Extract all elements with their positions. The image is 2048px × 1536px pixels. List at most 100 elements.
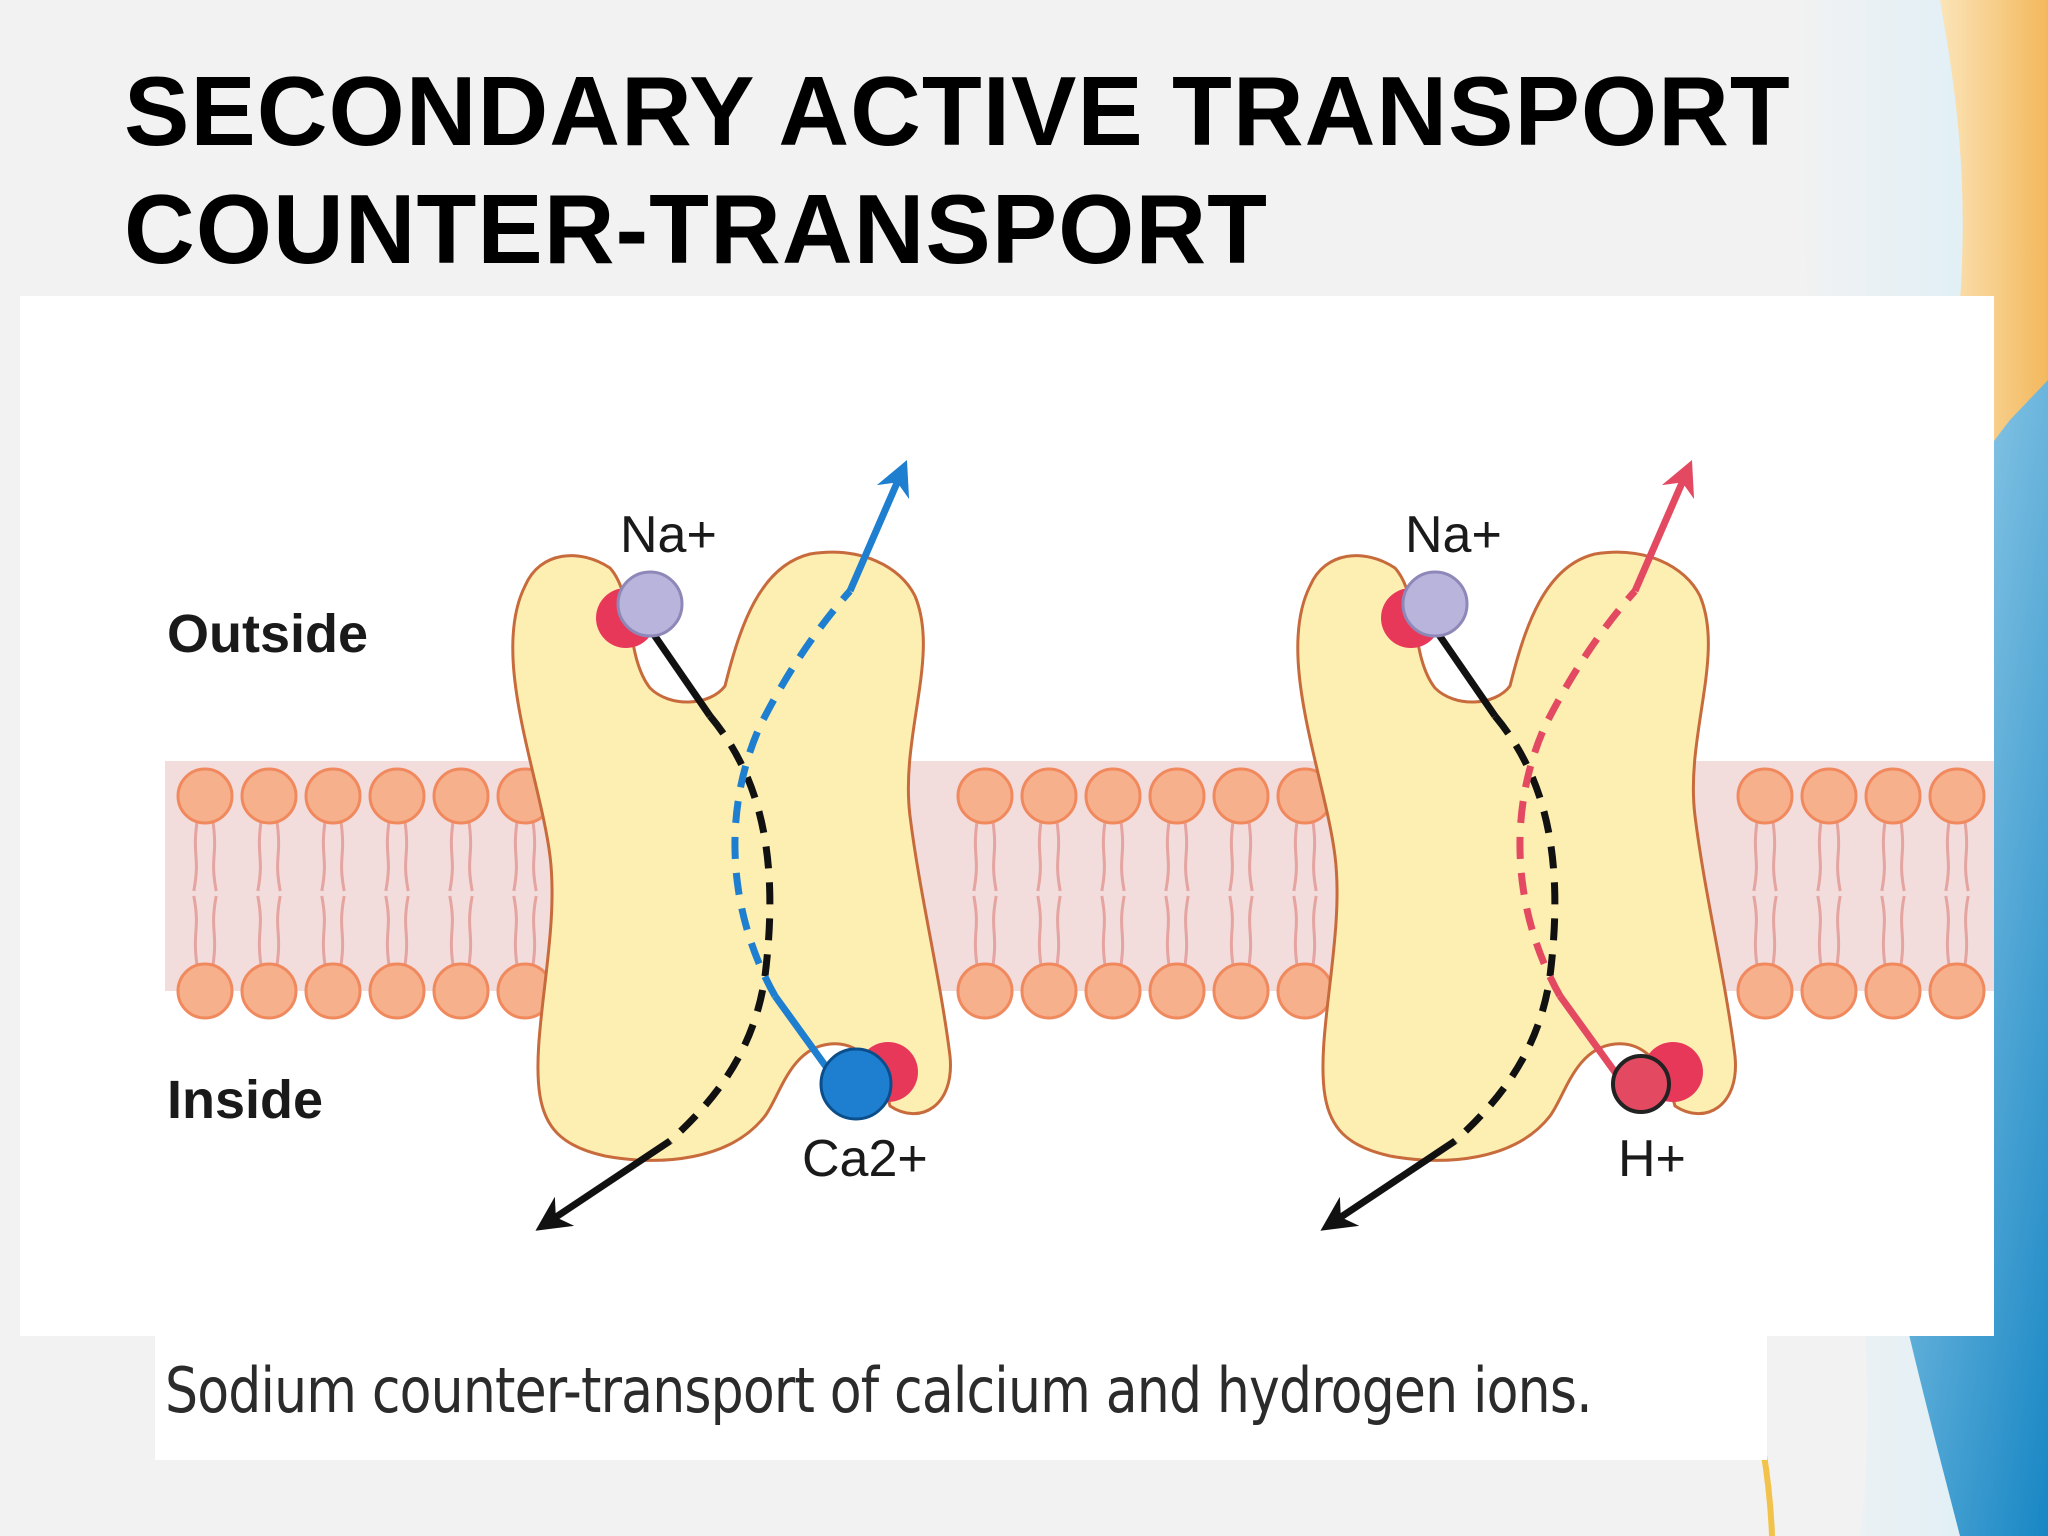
lipid-head	[1020, 767, 1078, 825]
lipid-tail	[1036, 821, 1043, 892]
calcium-path-dashed	[731, 588, 853, 998]
figure-panel: Outside Inside Na+ Ca2+	[20, 296, 1994, 1336]
lipid-head	[1276, 962, 1334, 1020]
lipid-tail	[1880, 821, 1887, 892]
lipid-head	[1928, 767, 1986, 825]
lipid-tail	[1247, 895, 1254, 966]
lipid-tail	[1899, 895, 1906, 966]
calcium-ion	[819, 1047, 893, 1121]
lipid-tail	[1944, 821, 1951, 892]
lipid-tail	[467, 821, 474, 892]
lipid-tail	[1880, 895, 1887, 966]
lipid-head	[432, 767, 490, 825]
lipid-tail	[531, 821, 538, 892]
lipid-tail	[1835, 821, 1842, 892]
lipid-head	[1212, 962, 1270, 1020]
transporter-protein	[511, 550, 952, 1162]
lipid-tail	[1835, 895, 1842, 966]
sodium-exit-arrow	[535, 1138, 672, 1231]
lipid-head	[1148, 767, 1206, 825]
lipid-tail	[1292, 895, 1299, 966]
lipid-tail	[1164, 821, 1171, 892]
lipid-tail	[192, 895, 199, 966]
calcium-exit-arrow	[846, 459, 910, 593]
lipid-tail	[384, 895, 391, 966]
inside-label: Inside	[167, 1070, 323, 1130]
lipid-tail	[1944, 895, 1951, 966]
sodium-exit-arrow	[1320, 1138, 1457, 1231]
transporter-na-h: Na+ H+	[1296, 459, 1737, 1231]
lipid-head	[1864, 767, 1922, 825]
counter-transport-diagram: Outside Inside Na+ Ca2+	[165, 459, 1994, 1231]
lipid-tail	[1228, 821, 1235, 892]
lipid-head	[176, 962, 234, 1020]
lipid-tail	[1183, 895, 1190, 966]
lipid-tail	[211, 821, 218, 892]
lipid-head	[1084, 767, 1142, 825]
lipid-head	[1864, 962, 1922, 1020]
lipid-tail	[1963, 821, 1970, 892]
lipid-tail	[512, 821, 519, 892]
lipid-head	[1800, 767, 1858, 825]
lipid-tail	[1119, 821, 1126, 892]
lipid-tail	[1752, 895, 1759, 966]
lipid-tail	[448, 895, 455, 966]
lipid-head	[1148, 962, 1206, 1020]
lipid-tail	[256, 821, 263, 892]
lipid-head	[956, 962, 1014, 1020]
calcium-label: Ca2+	[802, 1130, 928, 1188]
outside-label: Outside	[167, 604, 368, 664]
lipid-tail	[384, 821, 391, 892]
lipid-tail	[972, 895, 979, 966]
lipid-head	[368, 962, 426, 1020]
lipid-tail	[448, 821, 455, 892]
sodium-path	[1432, 627, 1498, 718]
lipid-head	[1212, 767, 1270, 825]
sodium-path-dashed	[1452, 713, 1559, 1144]
lipid-tail	[1963, 895, 1970, 966]
lipid-head	[176, 767, 234, 825]
lipid-head	[240, 962, 298, 1020]
lipid-tail	[1100, 821, 1107, 892]
lipid-tail	[1183, 821, 1190, 892]
lipid-head	[432, 962, 490, 1020]
lipid-head	[1800, 962, 1858, 1020]
lipid-tail	[275, 821, 282, 892]
lipid-head	[240, 767, 298, 825]
hydrogen-ion	[1611, 1054, 1671, 1114]
lipid-tail	[1228, 895, 1235, 966]
lipid-head	[304, 962, 362, 1020]
lipid-tail	[403, 821, 410, 892]
transporter-protein	[1296, 550, 1737, 1162]
lipid-tail	[211, 895, 218, 966]
sodium-path-dashed	[667, 713, 774, 1144]
lipid-tail	[972, 821, 979, 892]
lipid-bilayer	[176, 767, 1986, 1020]
lipid-head	[1020, 962, 1078, 1020]
lipid-tail	[531, 895, 538, 966]
title-line-2: COUNTER-TRANSPORT	[124, 174, 1268, 284]
lipid-tail	[320, 821, 327, 892]
lipid-head	[368, 767, 426, 825]
lipid-tail	[1899, 821, 1906, 892]
sodium-path	[647, 627, 713, 718]
lipid-tail	[1164, 895, 1171, 966]
hydrogen-path-dashed	[1516, 588, 1638, 998]
lipid-head	[1928, 962, 1986, 1020]
figure-caption: Sodium counter-transport of calcium and …	[165, 1354, 1593, 1427]
lipid-head	[1736, 962, 1794, 1020]
lipid-tail	[1771, 895, 1778, 966]
lipid-head	[1736, 767, 1794, 825]
lipid-tail	[320, 895, 327, 966]
lipid-tail	[1311, 895, 1318, 966]
lipid-tail	[275, 895, 282, 966]
lipid-tail	[1771, 821, 1778, 892]
lipid-tail	[1055, 821, 1062, 892]
lipid-tail	[991, 821, 998, 892]
title-line-1: SECONDARY ACTIVE TRANSPORT	[124, 56, 1791, 166]
lipid-tail	[467, 895, 474, 966]
lipid-tail	[1055, 895, 1062, 966]
hydrogen-label: H+	[1618, 1130, 1686, 1188]
sodium-ion	[616, 570, 684, 638]
lipid-tail	[1752, 821, 1759, 892]
